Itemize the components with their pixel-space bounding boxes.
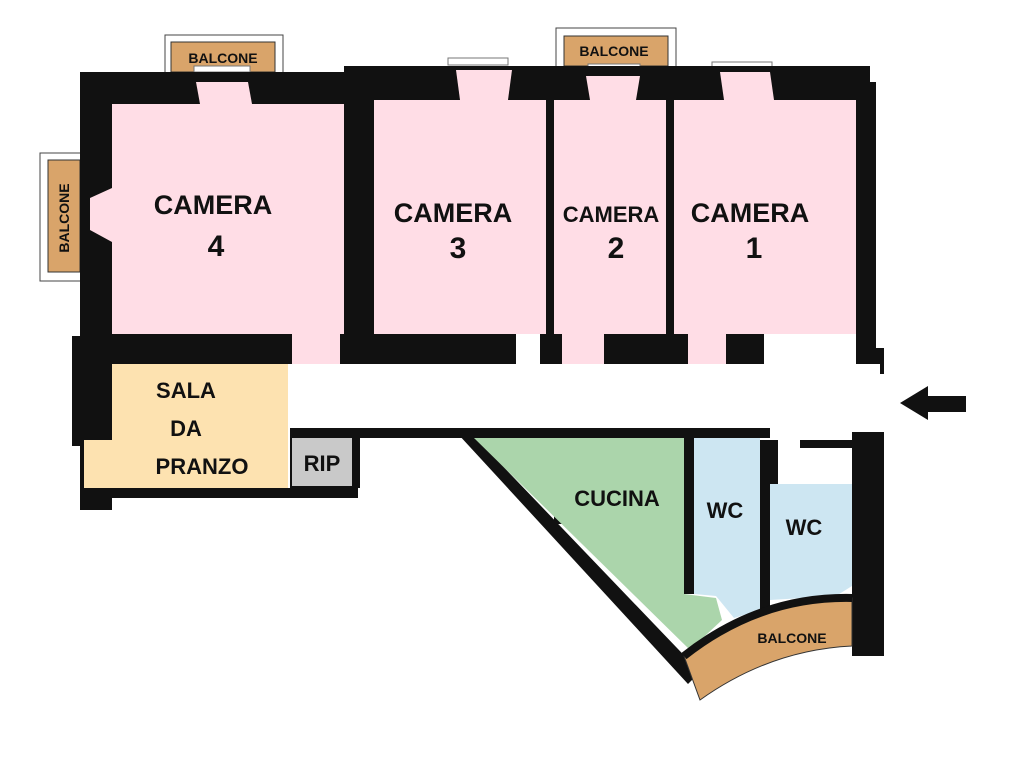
room-label: CAMERA	[563, 202, 660, 227]
room-camera-1	[674, 100, 856, 334]
room-camera-4	[112, 104, 344, 334]
room-wc-1	[694, 438, 760, 618]
room-label: SALA	[156, 378, 216, 403]
balcony-label: BALCONE	[757, 630, 826, 646]
corridor	[290, 364, 880, 428]
room-label: CAMERA	[394, 198, 513, 228]
room-label: CUCINA	[574, 486, 660, 511]
balcony-label: BALCONE	[188, 50, 257, 66]
room-label: CAMERA	[154, 190, 273, 220]
room-cucina	[474, 438, 722, 650]
room-number: 1	[746, 232, 763, 265]
room-number: 4	[208, 230, 225, 263]
room-label: WC	[786, 515, 823, 540]
balcony-side-left: BALCONE	[39, 152, 83, 282]
room-label: WC	[707, 498, 744, 523]
entrance-arrow-icon	[900, 386, 966, 420]
balcony-label: BALCONE	[56, 183, 72, 252]
room-number: 3	[450, 232, 467, 265]
room-camera-2	[554, 100, 666, 334]
room-label: CAMERA	[691, 198, 810, 228]
room-wc-2	[770, 484, 852, 600]
room-number: 2	[608, 232, 625, 265]
door-gaps	[90, 70, 774, 364]
room-sala-da-pranzo	[112, 364, 288, 488]
room-label: PRANZO	[156, 454, 249, 479]
room-camera-3	[374, 100, 546, 334]
room-label: DA	[170, 416, 202, 441]
room-rip	[292, 438, 352, 486]
room-label: RIP	[304, 451, 341, 476]
balcony-label: BALCONE	[579, 43, 648, 59]
balcony-top-center: BALCONE	[555, 27, 677, 69]
